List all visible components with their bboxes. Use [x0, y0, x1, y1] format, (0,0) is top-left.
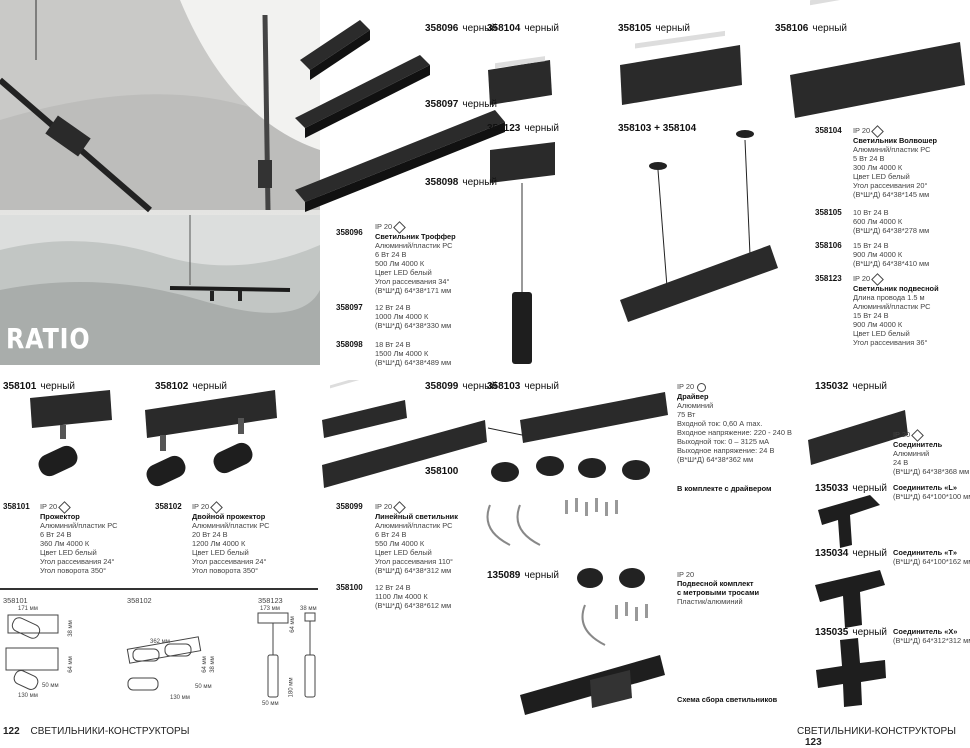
dim-358102-h2: 38 мм — [209, 656, 216, 673]
spec-code-358098: 358098 — [336, 340, 363, 349]
dim-358101-l: 130 мм — [18, 693, 38, 699]
spec-code-358097: 358097 — [336, 303, 363, 312]
interior-photo — [0, 0, 320, 365]
technical-drawings — [5, 612, 316, 698]
drawing-code-358101: 358101 — [3, 596, 28, 605]
spec-driver-text: IP 20 Драйвер Алюминий 75 Вт Входной ток… — [677, 382, 792, 464]
spec-358097-text: 12 Вт 24 В 1000 Лм 4000 К (В*Ш*Д) 64*38*… — [375, 303, 452, 330]
dim-358102-l: 130 мм — [170, 695, 190, 701]
drawing-code-358102: 358102 — [127, 596, 152, 605]
dim-358123-w: 173 мм — [260, 606, 280, 612]
spec-358099-text: IP 20 Линейный светильник Алюминий/пласт… — [375, 500, 458, 575]
spec-358096: 358096 — [336, 222, 363, 240]
spec-135035-text: Соединитель «X» (В*Ш*Д) 64*312*312 мм — [893, 627, 970, 645]
dim-358123-h: 64 мм — [289, 616, 296, 633]
spec-code-358102: 358102 — [155, 502, 182, 511]
section-title-left: СВЕТИЛЬНИКИ-КОНСТРУКТОРЫ — [30, 726, 190, 737]
dim-358101-h2: 64 мм — [67, 656, 74, 673]
dim-358101-d: 50 мм — [42, 683, 59, 689]
spec-358102-text: IP 20 Двойной прожектор Алюминий/пластик… — [192, 500, 270, 575]
page-footer-left: 122 СВЕТИЛЬНИКИ-КОНСТРУКТОРЫ — [3, 726, 190, 737]
page-footer-right: СВЕТИЛЬНИКИ-КОНСТРУКТОРЫ 123 — [797, 726, 970, 748]
spec-code-358123: 358123 — [815, 274, 842, 283]
spec-code-358104: 358104 — [815, 126, 842, 135]
spec-358105-text: 10 Вт 24 В 600 Лм 4000 К (В*Ш*Д) 64*38*2… — [853, 208, 930, 235]
interior-scene — [0, 0, 320, 365]
spec-358101-text: IP 20 Прожектор Алюминий/пластик PC 6 Вт… — [40, 500, 118, 575]
page-number-right: 123 — [805, 737, 822, 748]
spec-358100-text: 12 Вт 24 В 1100 Лм 4000 К (В*Ш*Д) 64*38*… — [375, 583, 452, 610]
dim-358102-d: 50 мм — [195, 684, 212, 690]
assembly-scheme-label: Схема сборa светильников — [677, 695, 778, 704]
spec-135032-text: IP 20 Соединитель Алюминий 24 В (В*Ш*Д) … — [893, 428, 970, 476]
spec-code-358105: 358105 — [815, 208, 842, 217]
spec-135089-text: IP 20 Подвесной комплект с метровыми тро… — [677, 570, 760, 606]
ground-icon — [697, 382, 707, 392]
spec-code-358106: 358106 — [815, 241, 842, 250]
spec-358106-text: 15 Вт 24 В 900 Лм 4000 К (В*Ш*Д) 64*38*4… — [853, 241, 930, 268]
spec-135034-text: Соединитель «T» (В*Ш*Д) 64*100*162 мм — [893, 548, 970, 566]
brand-logo: RATIO — [6, 322, 91, 355]
middle-illustrations — [30, 380, 908, 715]
dim-358123-d: 38 мм — [300, 606, 317, 612]
dim-358102-w: 362 мм — [150, 639, 170, 645]
dim-358123-b: 50 мм — [262, 701, 279, 707]
spec-code-358099: 358099 — [336, 502, 363, 511]
spec-358123-text: IP 20 Светильник подвесной Длина провода… — [853, 272, 939, 347]
spec-code: 358096 — [336, 228, 363, 237]
section-title-right: СВЕТИЛЬНИКИ-КОНСТРУКТОРЫ — [797, 726, 957, 737]
driver-kit-note: В комплекте с драйвером — [677, 484, 772, 493]
code-358103-358104: 358103 + 358104 — [618, 123, 697, 134]
spec-135033-text: Соединитель «L» (В*Ш*Д) 64*100*100 мм — [893, 483, 970, 501]
dim-358101-h: 38 мм — [67, 620, 74, 637]
product-illustrations — [295, 0, 965, 364]
dim-358101-w: 171 мм — [18, 606, 38, 612]
drawing-code-358123: 358123 — [258, 596, 283, 605]
page-number-left: 122 — [3, 726, 20, 737]
spec-358098-text: 18 Вт 24 В 1500 Лм 4000 К (В*Ш*Д) 64*38*… — [375, 340, 452, 367]
code-358100: 358100 — [425, 466, 459, 477]
drawings-divider — [0, 588, 318, 590]
spec-code-358101: 358101 — [3, 502, 30, 511]
spec-358096-text: IP 20 Светильник Троффер Алюминий/пласти… — [375, 220, 456, 295]
dim-358123-l: 180 мм — [288, 677, 295, 698]
spec-358104-text: IP 20 Светильник Волвошер Алюминий/пласт… — [853, 124, 938, 199]
spec-code-358100: 358100 — [336, 583, 363, 592]
